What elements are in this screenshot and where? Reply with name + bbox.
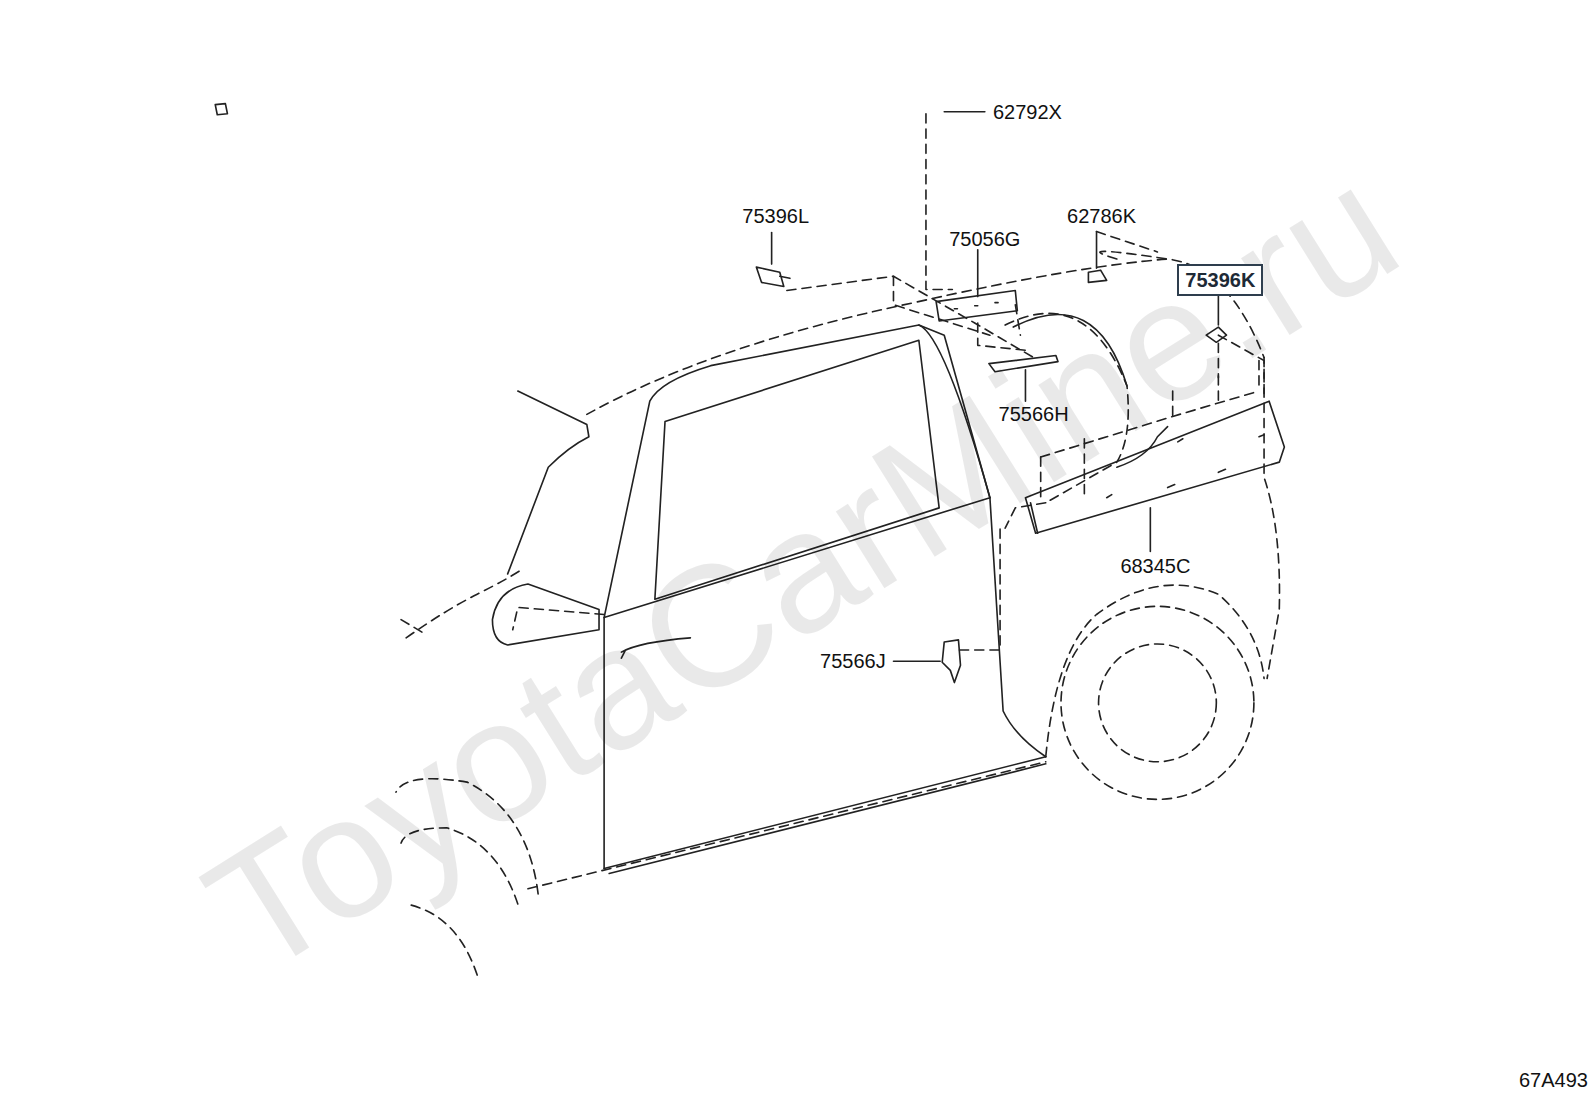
part-number: 68345C (1120, 556, 1190, 576)
highlighted-callout-box: 75396K (1177, 264, 1263, 296)
diagram-code: 67A493 (1519, 1070, 1588, 1090)
part-number: 75396L (742, 206, 809, 226)
callout-number: 75396K (1185, 270, 1255, 290)
part-number: 62786K (1067, 206, 1136, 226)
part-number: 75056G (949, 229, 1020, 249)
part-number: 62792X (993, 102, 1062, 122)
part-number: 75566J (820, 651, 886, 671)
